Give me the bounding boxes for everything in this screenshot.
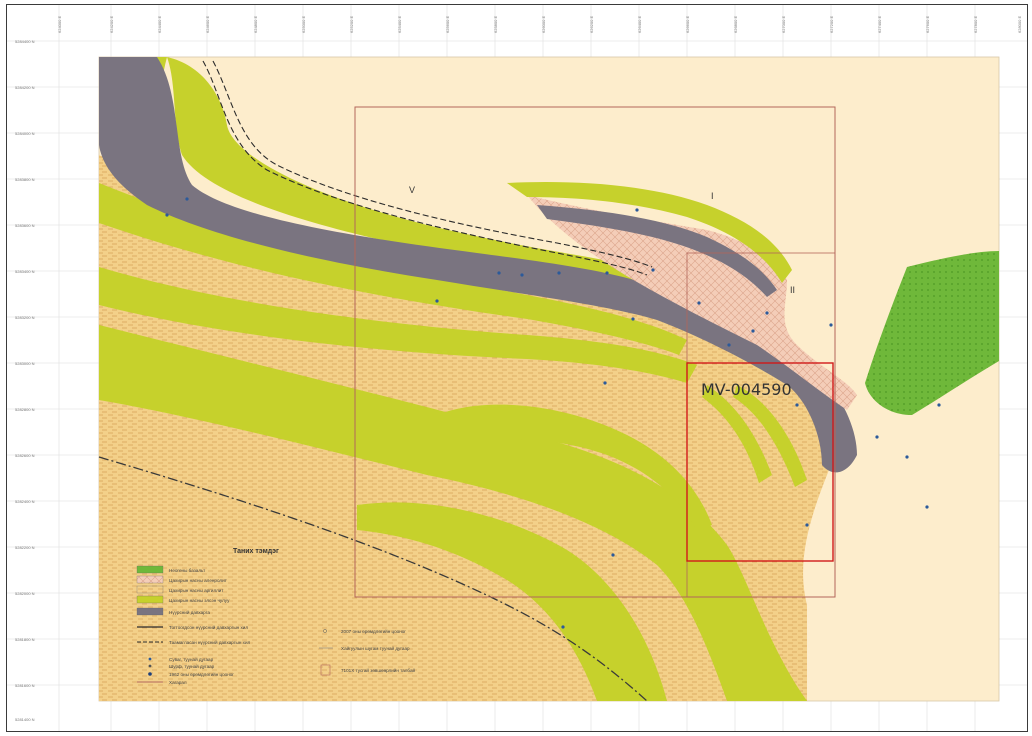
sandstone-arc (167, 57, 637, 285)
tick-label: 626800 E (733, 16, 738, 33)
tick-label: 5283400 N (15, 269, 35, 274)
legend-label: Цахирын насны элсэн чулуу (169, 598, 230, 603)
tick-label: 5281600 N (15, 683, 35, 688)
tick-label: 626000 E (541, 16, 546, 33)
tick-label: 624000 E (57, 16, 62, 33)
legend-swatch-sandstone (136, 595, 164, 604)
legend-label: Тогтоогдсон нүүрсний давхаргын хил (169, 624, 248, 630)
tick-label: 625800 E (493, 16, 498, 33)
tick-label: 5282400 N (15, 499, 35, 504)
tick-label: 626200 E (589, 16, 594, 33)
tick-label: 5284200 N (15, 85, 35, 90)
tick-label: 624800 E (253, 16, 258, 33)
area-label: II (790, 285, 795, 295)
tick-label: 624600 E (205, 16, 210, 33)
tick-label: 625000 E (301, 16, 306, 33)
legend-swatch-coal (136, 607, 164, 616)
area-label: V (409, 185, 415, 195)
tick-label: 625400 E (397, 16, 402, 33)
sample-label: MV-004590 (701, 380, 792, 399)
legend-label: Неогены базальт (169, 568, 206, 573)
tick-label: 5283600 N (15, 223, 35, 228)
legend-label: 1962 оны өрөмдлөгийн цооног (169, 671, 234, 677)
legend-label: Нүүрсний давхарга (169, 609, 210, 615)
legend-label: Шурф, туунай дугаар (169, 663, 215, 669)
legend-label: Хайгуулын шугам туунай дугаар (341, 645, 410, 651)
legend-swatch-license (320, 664, 331, 676)
top-coordinate-ticks: 624000 E 624200 E 624400 E 624600 E 6248… (57, 16, 1022, 33)
sandstone-band (437, 404, 712, 530)
legend-symbol-pit (148, 664, 152, 668)
tick-label: 626400 E (637, 16, 642, 33)
coal-boundary-line (212, 60, 653, 268)
legend-title: Таних тэмдэг (233, 548, 279, 555)
aleurolite-unit (527, 195, 857, 410)
legend-label: Суваг, туунай дугаар (169, 656, 214, 662)
sandstone-band (99, 325, 807, 701)
legend-swatch-argillite (136, 585, 164, 594)
map-frame: 624000 E 624200 E 624400 E 624600 E 6248… (6, 4, 1028, 732)
legend-label: Цахирын насны аленролит (169, 578, 228, 583)
sample-box (686, 362, 834, 562)
tick-label: 625600 E (445, 16, 450, 33)
tick-label: 5283200 N (15, 315, 35, 320)
tick-label: 5282800 N (15, 407, 35, 412)
tick-label: 626600 E (685, 16, 690, 33)
tick-label: 627600 E (925, 16, 930, 33)
legend-swatch-aleurolite (136, 575, 164, 584)
fault-line (98, 456, 648, 702)
sandstone-band (357, 502, 667, 701)
tick-label: 5283000 N (15, 361, 35, 366)
legend-label: Таамагласан нүүрсний давхаргын хил (169, 639, 251, 645)
legend-label: 2007 оны өрөмдлөгийн цооног (341, 628, 406, 634)
tick-label: 5284400 N (15, 39, 35, 44)
legend: Таних тэмдэг Неогены базальт Цахирын нас… (136, 548, 416, 685)
tick-label: 5281400 N (15, 717, 35, 722)
tick-label: 625200 E (349, 16, 354, 33)
legend-swatch-basalt (136, 565, 164, 574)
sandstone-strip (507, 182, 792, 283)
coal-seam (99, 57, 857, 473)
tick-label: 5281800 N (15, 637, 35, 642)
area-label: I (711, 191, 714, 201)
sandstone-band (702, 385, 772, 483)
legend-symbol-trench (148, 657, 152, 661)
basalt-unit (865, 251, 999, 415)
tick-label: 5284000 N (15, 131, 35, 136)
tick-label: 5283800 N (15, 177, 35, 182)
tick-label: 5282600 N (15, 453, 35, 458)
tick-label: 628000 E (1017, 16, 1022, 33)
tick-label: 627800 E (973, 16, 978, 33)
tick-label: 627400 E (877, 16, 882, 33)
tick-label: 624400 E (157, 16, 162, 33)
tick-label: 627000 E (781, 16, 786, 33)
sandstone-band (733, 385, 807, 487)
tick-label: 624200 E (109, 16, 114, 33)
left-coordinate-ticks: 5284400 N 5284200 N 5284000 N 5283800 N … (15, 39, 35, 722)
coal-seam-strip (537, 205, 777, 297)
sandstone-band (99, 267, 697, 383)
tick-label: 627200 E (829, 16, 834, 33)
geologic-map: 624000 E 624200 E 624400 E 624600 E 6248… (7, 5, 1027, 731)
legend-symbol-1962-drill (148, 672, 152, 676)
tick-label: 5282200 N (15, 545, 35, 550)
tick-label: 5282000 N (15, 591, 35, 596)
drill-points (165, 197, 941, 629)
legend-label: Цахирын насны аргиллит (169, 588, 224, 593)
legend-label: Хагарал (169, 680, 187, 685)
legend-symbol-2007-drill (323, 629, 327, 633)
coal-boundary-line (202, 60, 648, 276)
legend-label: 7101Х тусгай зөвшөөрлийн талбай (341, 667, 416, 673)
